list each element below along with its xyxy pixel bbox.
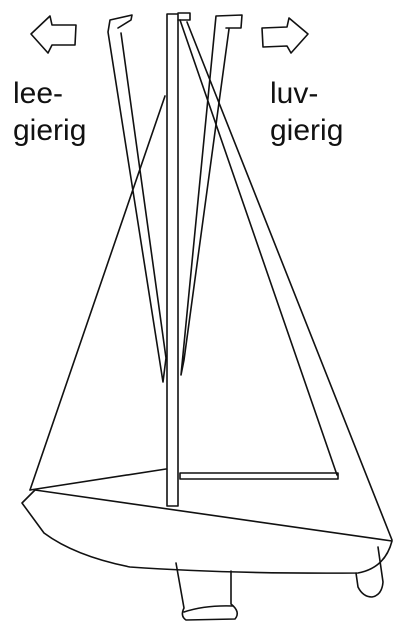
main-mast xyxy=(166,13,179,507)
forestay xyxy=(29,95,166,491)
boom xyxy=(179,472,339,480)
lee-label-line2: gierig xyxy=(13,114,86,147)
lee-label-line1: lee- xyxy=(13,77,63,110)
backstay xyxy=(186,21,393,541)
keel-bulb xyxy=(183,605,234,613)
hull xyxy=(21,489,393,574)
rudder xyxy=(355,546,384,598)
mainsail-leech xyxy=(179,19,338,476)
jib-foot xyxy=(29,468,167,491)
left-arrow-icon xyxy=(30,15,77,54)
luv-label-line1: luv- xyxy=(270,77,318,110)
mast-top-fitting xyxy=(177,12,191,21)
luv-label-line2: gierig xyxy=(270,114,343,147)
right-arrow-icon xyxy=(261,17,309,54)
lee-helm-mast-outline xyxy=(107,14,167,383)
luv-helm-mast-outline xyxy=(180,14,243,376)
keel xyxy=(175,562,239,621)
